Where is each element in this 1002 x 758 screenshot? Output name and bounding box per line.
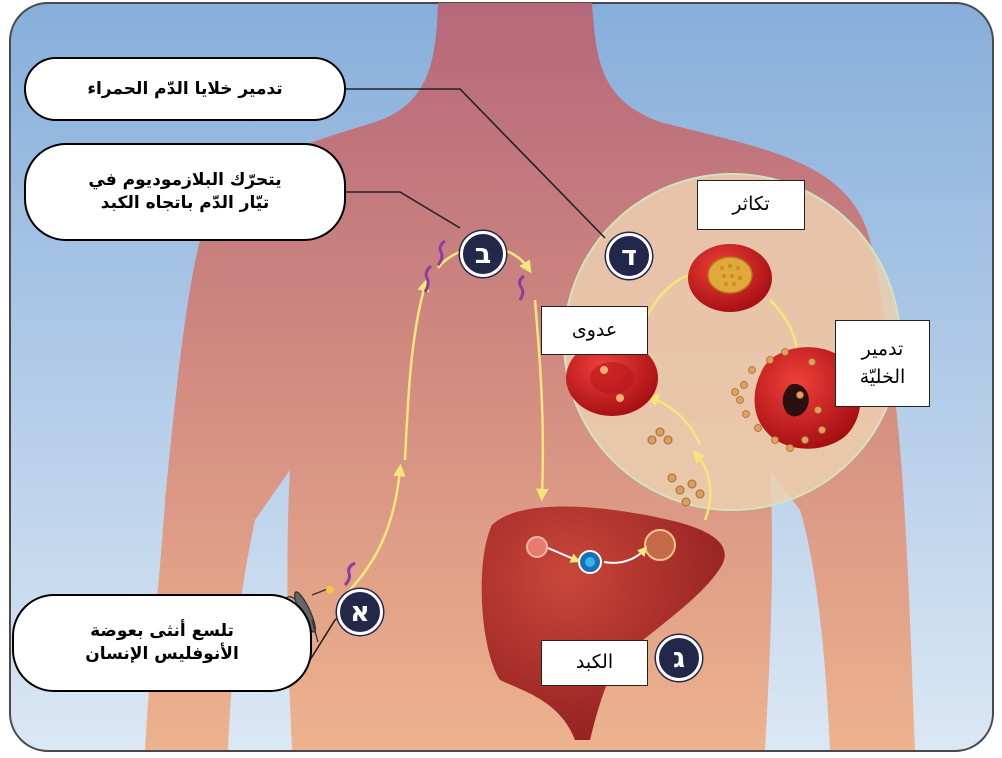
marker-a: א	[337, 589, 383, 635]
label-infection: عدوى	[541, 306, 648, 355]
callout-rbc-destruction-text: تدمير خلايا الدّم الحمراء	[87, 78, 282, 101]
callout-bite-line2: الأنوفليس الإنسان	[85, 643, 239, 666]
callout-plasmodium-line1: يتحرّك البلازموديوم في	[88, 169, 281, 192]
callout-bite-line1: تلسع أنثى بعوضة	[90, 620, 234, 643]
callout-rbc-destruction: تدمير خلايا الدّم الحمراء	[24, 57, 346, 121]
bite-site	[326, 586, 334, 594]
label-liver-text: الكبد	[576, 649, 613, 677]
label-liver: الكبد	[541, 640, 648, 686]
marker-b: ב	[460, 231, 506, 277]
liver-schizont	[645, 530, 675, 560]
label-cell-destruction: تدمير الخليّة	[835, 320, 930, 407]
marker-g: ג	[656, 635, 702, 681]
label-infection-text: عدوى	[572, 317, 617, 345]
marker-d: ד	[606, 233, 652, 279]
callout-plasmodium: يتحرّك البلازموديوم في تيّار الدّم باتجا…	[24, 143, 346, 241]
label-cell-destruction-line2: الخليّة	[860, 364, 906, 392]
label-multiplication-text: تكاثر	[732, 191, 769, 219]
label-cell-destruction-line1: تدمير	[862, 336, 904, 364]
callout-mosquito-bite: تلسع أنثى بعوضة الأنوفليس الإنسان	[12, 594, 312, 692]
callout-plasmodium-line2: تيّار الدّم باتجاه الكبد	[101, 192, 269, 215]
liver-cell-infected	[527, 537, 547, 557]
liver-cell-nucleus	[585, 557, 595, 567]
label-multiplication: تكاثر	[697, 180, 805, 230]
